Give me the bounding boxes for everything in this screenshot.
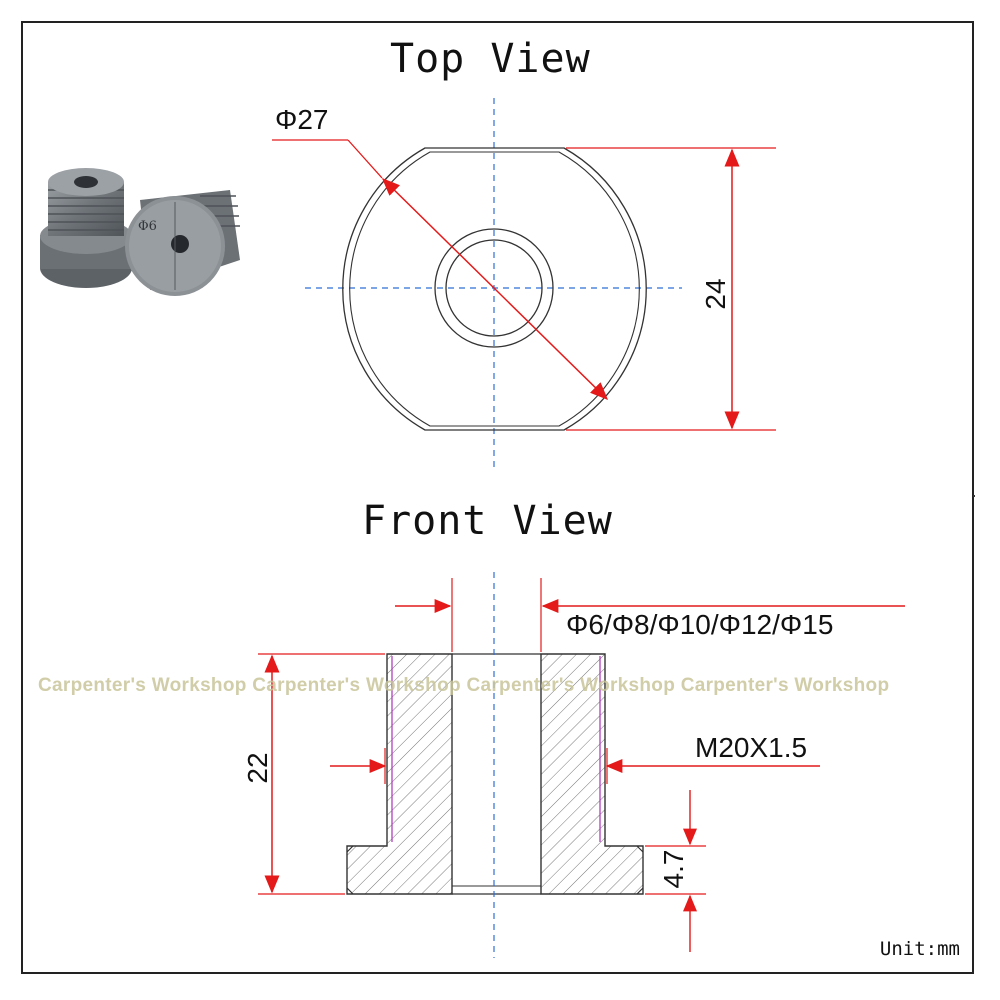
- flange-height-label: 4.7: [658, 849, 689, 889]
- flat-width-label: 24: [700, 278, 731, 310]
- drawing-frame: [21, 21, 974, 974]
- top-outer-contour: [342, 147, 647, 431]
- outer-diameter-label: Φ27: [275, 104, 329, 135]
- top-view-title: Top View: [390, 36, 591, 82]
- thread-label: M20X1.5: [695, 732, 808, 763]
- unit-label: Unit:mm: [879, 938, 960, 960]
- watermark-text: Carpenter's Workshop Carpenter's Worksho…: [38, 675, 890, 696]
- top-inner-contour: [349, 151, 640, 427]
- height-label: 22: [242, 752, 273, 784]
- engraved-label: Φ6: [138, 219, 157, 234]
- front-view-title: Front View: [362, 498, 613, 544]
- hole-sizes-label: Φ6/Φ8/Φ10/Φ12/Φ15: [566, 609, 834, 640]
- diameter-dimension-line: [381, 177, 609, 401]
- product-photo: Φ6: [40, 168, 240, 296]
